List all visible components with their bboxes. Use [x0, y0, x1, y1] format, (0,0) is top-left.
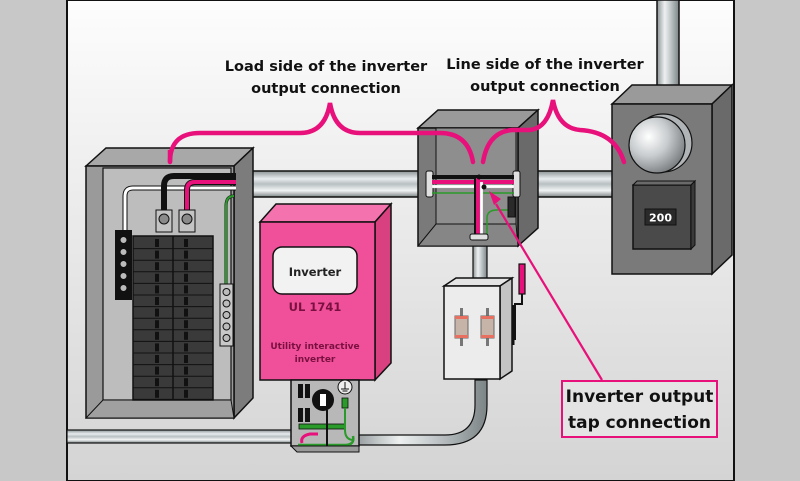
- tap-callout-line1: Inverter output: [565, 387, 714, 407]
- breaker-handle[interactable]: [184, 343, 188, 352]
- breaker-handle[interactable]: [155, 320, 159, 329]
- terminal-screw: [222, 334, 231, 342]
- main-conduit-left: [235, 170, 422, 198]
- inverter-description-2: inverter: [295, 355, 336, 365]
- bottom-conduit-left: [66, 429, 298, 444]
- meter-glass: [628, 116, 686, 174]
- breaker-handle[interactable]: [184, 331, 188, 340]
- load-side-label-line1: Load side of the inverter: [224, 59, 428, 75]
- breaker-handle[interactable]: [155, 366, 159, 375]
- fuse-right: [480, 308, 495, 346]
- breaker-handle[interactable]: [184, 320, 188, 329]
- terminal-screw: [222, 299, 231, 308]
- service-mast-pipe: [656, 0, 680, 91]
- line-side-label: Line side of the inverter output connect…: [430, 54, 660, 98]
- breaker-handle[interactable]: [184, 285, 188, 294]
- load-side-label: Load side of the inverter output connect…: [196, 56, 456, 100]
- terminal-screw: [119, 284, 128, 292]
- line-side-label-line2: output connection: [470, 79, 620, 95]
- tap-splice-dot: [481, 184, 487, 190]
- terminal-screw: [119, 248, 128, 256]
- main-conduit-right: [527, 170, 621, 198]
- breaker-handle[interactable]: [155, 355, 159, 363]
- breaker-handle[interactable]: [184, 297, 188, 305]
- terminal-screw: [119, 236, 128, 244]
- meter-enclosure: 200: [610, 83, 734, 276]
- terminal-screw: [119, 272, 128, 280]
- tap-pointer-arrowhead: [489, 191, 501, 205]
- breaker-handle[interactable]: [155, 343, 159, 352]
- breaker-handle[interactable]: [184, 308, 188, 317]
- terminal-screw: [119, 260, 128, 268]
- breaker-handle[interactable]: [155, 285, 159, 294]
- inverter-wiring-compartment: [289, 379, 360, 453]
- breaker-handle[interactable]: [155, 308, 159, 317]
- tap-callout-line2: tap connection: [568, 413, 711, 433]
- tap-pointer-line: [495, 203, 603, 381]
- breaker-handle[interactable]: [155, 273, 159, 282]
- inverter-display: [272, 246, 358, 295]
- load-side-brace: [167, 102, 476, 165]
- tap-connection-callout: Inverter output tap connection: [561, 380, 718, 438]
- line-side-brace: [480, 99, 627, 165]
- inverter-display-text: Inverter: [289, 265, 342, 279]
- terminal-screw: [222, 311, 231, 319]
- left-letterbox: [0, 0, 66, 481]
- breaker-handle[interactable]: [184, 355, 188, 363]
- right-letterbox: [734, 0, 800, 481]
- junction-to-disconnect-pipe: [472, 242, 488, 281]
- breaker-handle[interactable]: [184, 239, 188, 247]
- ac-disconnect: [441, 263, 526, 381]
- breaker-handle[interactable]: [155, 250, 159, 259]
- disconnect-to-inverter-conduit: [351, 379, 488, 446]
- breaker-handle[interactable]: [184, 250, 188, 259]
- line-side-label-line1: Line side of the inverter: [446, 57, 644, 73]
- load-side-label-line2: output connection: [251, 81, 401, 97]
- breaker-handle[interactable]: [184, 262, 188, 271]
- breaker-handle[interactable]: [184, 366, 188, 375]
- terminal-screw: [222, 322, 231, 331]
- breaker-handle[interactable]: [155, 262, 159, 271]
- load-center-panel: [84, 146, 255, 420]
- breaker-handle[interactable]: [184, 273, 188, 282]
- breaker-handle[interactable]: [184, 378, 188, 387]
- breaker-handle[interactable]: [184, 389, 188, 398]
- breaker-handle[interactable]: [155, 297, 159, 305]
- inverter-unit: Inverter UL 1741 Utility interactive inv…: [258, 202, 393, 382]
- inverter-description-1: Utility interactive: [270, 342, 359, 352]
- breaker-handle[interactable]: [155, 378, 159, 387]
- tap-splice-dot: [476, 174, 482, 180]
- terminal-screw: [222, 288, 231, 296]
- main-breaker-handle: [644, 208, 677, 226]
- breaker-handle[interactable]: [155, 331, 159, 340]
- breaker-handle[interactable]: [155, 389, 159, 398]
- main-breaker-rating: 200: [649, 212, 672, 225]
- breaker-handle[interactable]: [155, 239, 159, 247]
- inverter-listing: UL 1741: [289, 300, 342, 314]
- disconnect-handle[interactable]: [518, 263, 526, 295]
- fuse-left: [454, 308, 469, 346]
